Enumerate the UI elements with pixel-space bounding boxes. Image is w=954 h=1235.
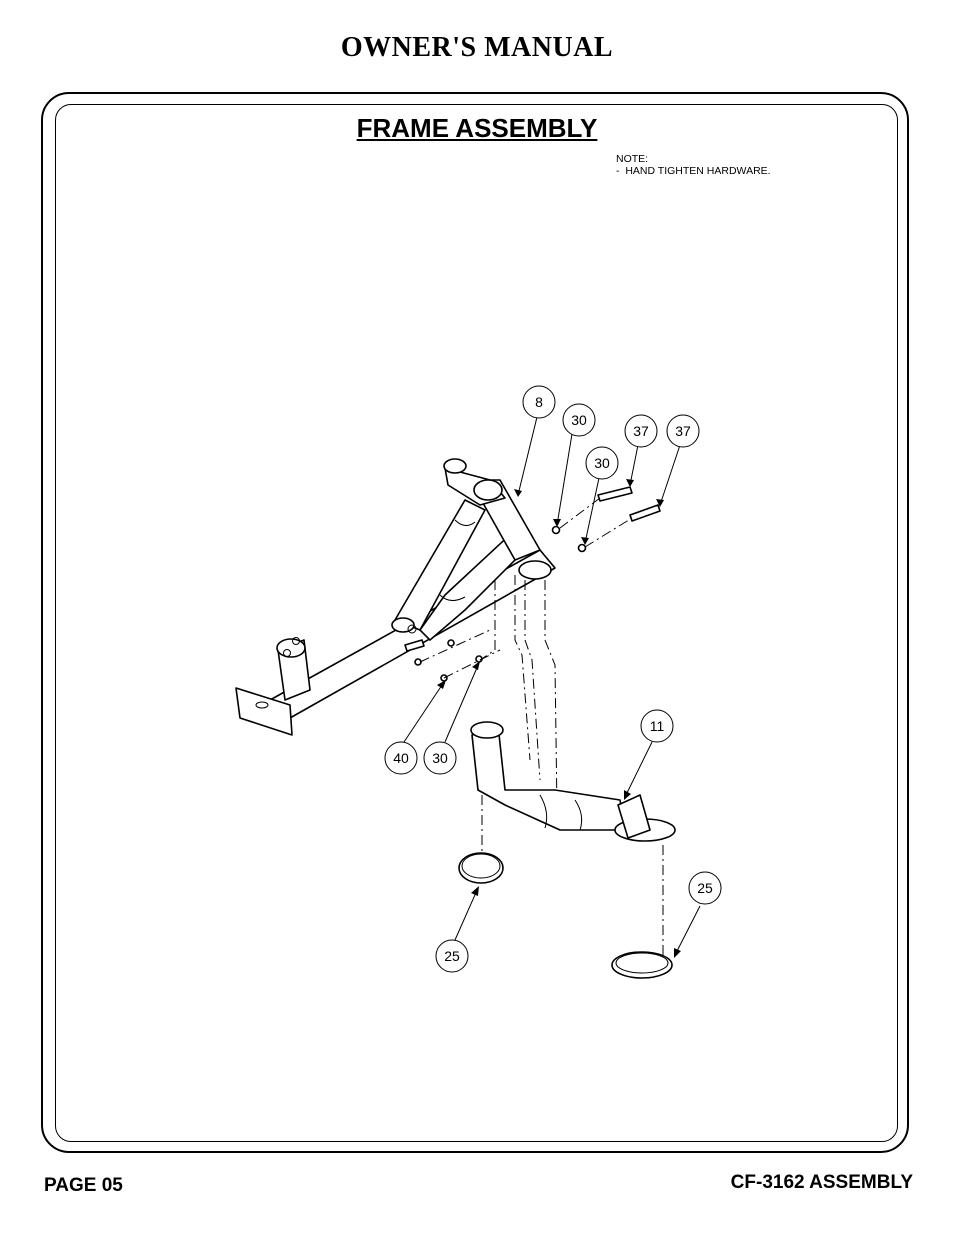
svg-text:30: 30 xyxy=(432,750,448,766)
svg-text:25: 25 xyxy=(697,880,713,896)
model-label: CF-3162 ASSEMBLY xyxy=(730,1172,913,1193)
svg-text:40: 40 xyxy=(393,750,409,766)
main-frame-tube xyxy=(235,549,556,736)
outer-frame xyxy=(41,92,909,1153)
callout-25-a: 25 xyxy=(435,939,469,973)
svg-text:11: 11 xyxy=(650,718,665,734)
svg-text:25: 25 xyxy=(444,948,460,964)
alignment-lines xyxy=(419,497,664,955)
leader-lines xyxy=(403,416,701,958)
page-number: PAGE 05 xyxy=(44,1175,123,1196)
callout-30-a: 30 xyxy=(562,403,596,437)
upright-a-frame xyxy=(391,458,552,641)
svg-text:30: 30 xyxy=(571,412,587,428)
svg-text:8: 8 xyxy=(535,394,543,410)
svg-text:30: 30 xyxy=(594,455,610,471)
svg-text:37: 37 xyxy=(675,423,691,439)
callout-30-b: 30 xyxy=(585,446,619,480)
callout-30-c: 30 xyxy=(423,741,457,775)
svg-text:37: 37 xyxy=(633,423,649,439)
callout-37-a: 37 xyxy=(624,414,658,448)
assembly-note: NOTE: - HAND TIGHTEN HARDWARE. xyxy=(616,153,771,177)
inner-frame xyxy=(55,104,898,1142)
callout-11: 11 xyxy=(640,709,674,743)
callout-37-b: 37 xyxy=(666,414,700,448)
callout-40: 40 xyxy=(384,741,418,775)
callout-8: 8 xyxy=(522,385,556,419)
callout-25-b: 25 xyxy=(688,871,722,905)
end-caps xyxy=(458,852,673,979)
rear-base xyxy=(470,721,676,842)
section-title: FRAME ASSEMBLY xyxy=(356,113,598,143)
manual-title: OWNER'S MANUAL xyxy=(340,32,614,63)
